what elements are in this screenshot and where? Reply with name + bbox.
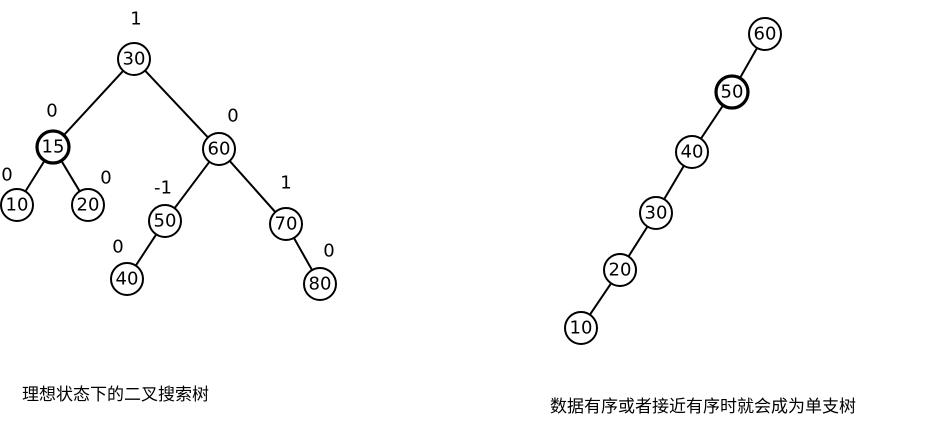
balanced-tree-node-40: 40 0 bbox=[110, 237, 144, 296]
balanced-tree-node-20: 200 bbox=[71, 168, 112, 222]
balanced-tree-node-label: 60 bbox=[208, 139, 231, 160]
degenerate-tree-node-label: 60 bbox=[754, 24, 777, 45]
balanced-tree-balance-factor: 0 bbox=[227, 106, 238, 127]
balanced-tree-node-label: 50 bbox=[154, 211, 177, 232]
balanced-tree-node-circle bbox=[117, 42, 151, 76]
balanced-tree-edge-n30-n15 bbox=[63, 70, 124, 136]
degenerate-tree-node-circle bbox=[748, 17, 782, 51]
degenerate-tree-node-label: 10 bbox=[570, 318, 593, 339]
degenerate-tree-node-10: 10 bbox=[564, 311, 598, 345]
degenerate-tree-node-circle bbox=[564, 311, 598, 345]
degenerate-tree-nodes: 60 50 40 30 20 10 bbox=[564, 17, 782, 345]
balanced-tree-node-label: 40 bbox=[116, 269, 139, 290]
balanced-tree-edges bbox=[24, 69, 313, 271]
balanced-tree-node-label: 15 bbox=[42, 137, 65, 158]
balanced-tree-edge-n60-n50 bbox=[173, 161, 211, 209]
degenerate-tree-edge-m60-m50 bbox=[739, 47, 758, 79]
balanced-tree-balance-factor: 1 bbox=[130, 9, 141, 30]
balanced-tree-node-label: 10 bbox=[6, 195, 29, 216]
balanced-tree-node-circle bbox=[202, 132, 236, 166]
balanced-tree-balance-factor: 0 bbox=[323, 241, 334, 262]
balanced-tree-node-10: 100 bbox=[0, 165, 34, 222]
degenerate-tree-node-40: 40 bbox=[675, 135, 709, 169]
balanced-tree-node-circle bbox=[269, 207, 303, 241]
degenerate-tree-edges bbox=[589, 47, 758, 316]
degenerate-tree-edge-m20-m10 bbox=[589, 282, 612, 316]
degenerate-tree-edge-m50-m40 bbox=[700, 104, 724, 140]
balanced-tree-node-label: 30 bbox=[123, 49, 146, 70]
balanced-tree-node-15: 15 0 bbox=[35, 101, 71, 165]
balanced-tree-node-80: 80 0 bbox=[303, 241, 337, 301]
balanced-tree-edge-n15-n20 bbox=[60, 160, 81, 192]
degenerate-tree-node-circle bbox=[603, 253, 637, 287]
balanced-tree-edge-n50-n40 bbox=[134, 233, 158, 267]
balanced-tree-node-50: 50 -1 bbox=[148, 178, 182, 238]
degenerate-tree-node-50: 50 bbox=[714, 74, 750, 110]
balanced-tree-balance-factor: 0 bbox=[100, 168, 111, 189]
degenerate-tree-node-circle bbox=[714, 74, 750, 110]
balanced-tree-node-circle bbox=[71, 188, 105, 222]
balanced-tree-edge-n60-n70 bbox=[228, 160, 277, 213]
balanced-tree-balance-factor: 0 bbox=[112, 237, 123, 258]
degenerate-tree-node-circle bbox=[639, 196, 673, 230]
degenerate-tree-node-20: 20 bbox=[603, 253, 637, 287]
balanced-tree-node-70: 70 1 bbox=[269, 173, 303, 241]
balanced-tree-node-circle bbox=[110, 262, 144, 296]
degenerate-tree-node-circle bbox=[675, 135, 709, 169]
balanced-tree-node-label: 70 bbox=[275, 214, 298, 235]
degenerate-tree-caption: 数据有序或者接近有序时就会成为单支树 bbox=[550, 397, 856, 417]
balanced-tree-balance-factor: 0 bbox=[46, 101, 57, 122]
balanced-tree-edge-n70-n80 bbox=[293, 237, 313, 271]
degenerate-tree-edge-m30-m20 bbox=[627, 225, 649, 258]
degenerate-tree-node-label: 50 bbox=[721, 82, 744, 103]
balanced-tree-caption: 理想状态下的二叉搜索树 bbox=[22, 385, 209, 405]
balanced-tree-node-circle bbox=[303, 267, 337, 301]
degenerate-tree-edge-m40-m30 bbox=[663, 165, 685, 200]
degenerate-tree-node-label: 40 bbox=[681, 142, 704, 163]
balanced-tree-balance-factor: 1 bbox=[280, 173, 291, 194]
balanced-tree-node-label: 80 bbox=[309, 274, 332, 295]
balanced-tree-node-circle bbox=[0, 188, 34, 222]
degenerate-tree-node-label: 20 bbox=[609, 260, 632, 281]
balanced-tree-balance-factor: -1 bbox=[154, 178, 172, 199]
balanced-tree-node-60: 60 0 bbox=[202, 106, 239, 166]
balanced-tree-node-circle bbox=[148, 204, 182, 238]
balanced-tree-edge-n30-n60 bbox=[144, 69, 209, 139]
degenerate-tree-node-30: 30 bbox=[639, 196, 673, 230]
balanced-tree-balance-factor: 0 bbox=[1, 165, 12, 186]
balanced-tree-node-30: 30 1 bbox=[117, 9, 151, 76]
balanced-tree-edge-n15-n10 bbox=[24, 160, 46, 192]
balanced-tree-node-circle bbox=[35, 129, 71, 165]
degenerate-tree-node-60: 60 bbox=[748, 17, 782, 51]
balanced-tree-node-label: 20 bbox=[77, 195, 100, 216]
degenerate-tree-node-label: 30 bbox=[645, 203, 668, 224]
degenerate-tree: 60 50 40 30 20 10 bbox=[564, 17, 782, 345]
